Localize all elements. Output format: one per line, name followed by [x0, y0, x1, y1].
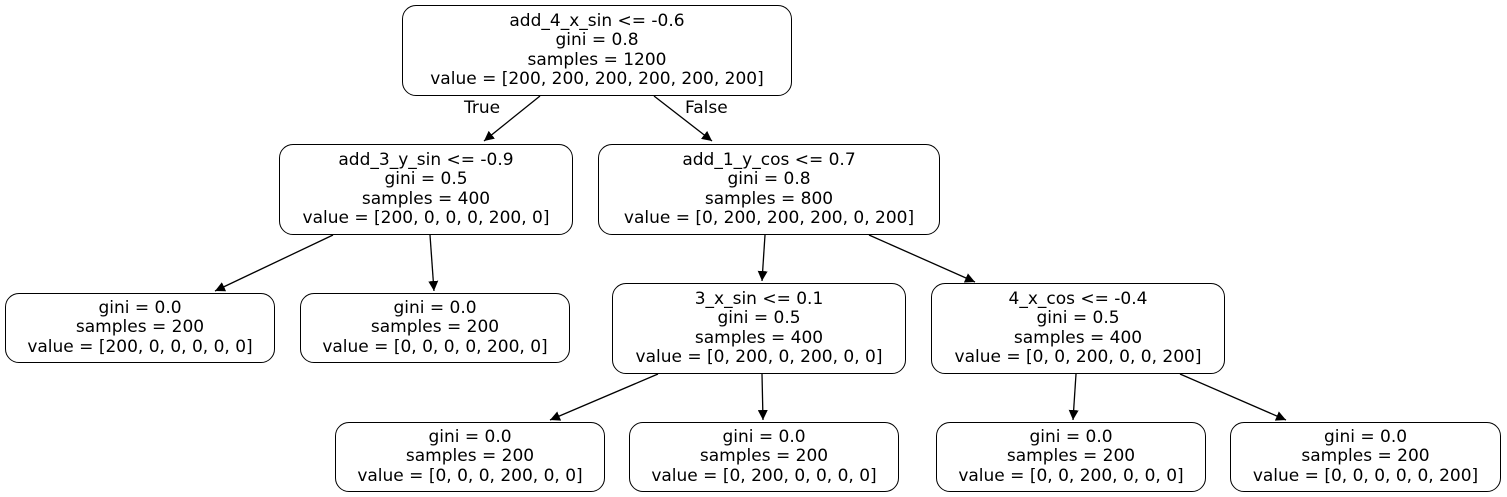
tree-node-n10: gini = 0.0 samples = 200 value = [0, 0, …: [1230, 422, 1501, 492]
node-split-rule: add_4_x_sin <= -0.6: [509, 10, 685, 31]
node-value: value = [200, 0, 0, 0, 200, 0]: [302, 208, 550, 228]
node-value: value = [0, 0, 0, 0, 0, 200]: [1252, 465, 1479, 486]
node-gini: gini = 0.8: [727, 169, 811, 189]
edge-n8-n10: [1179, 373, 1287, 421]
node-value: value = [0, 0, 0, 0, 200, 0]: [322, 336, 548, 357]
node-gini: gini = 0.0: [98, 297, 182, 318]
edge-n0-n1: [483, 95, 541, 142]
node-value: value = [0, 200, 0, 200, 0, 0]: [635, 347, 883, 367]
node-samples: samples = 1200: [527, 49, 667, 70]
edge-n5-n6: [549, 373, 659, 421]
node-samples: samples = 200: [1006, 446, 1136, 467]
edge-label-false: False: [685, 98, 728, 118]
node-gini: gini = 0.0: [428, 426, 512, 447]
tree-node-n8: 4_x_cos <= -0.4 gini = 0.5 samples = 400…: [931, 283, 1225, 374]
node-split-rule: add_3_y_sin <= -0.9: [338, 149, 514, 170]
node-gini: gini = 0.5: [384, 169, 468, 189]
node-samples: samples = 200: [1301, 446, 1430, 467]
node-value: value = [0, 200, 200, 200, 0, 200]: [623, 208, 915, 228]
edge-label-true: True: [464, 98, 501, 118]
edge-n8-n9: [1068, 373, 1079, 421]
node-samples: samples = 800: [704, 188, 834, 209]
tree-node-n3: gini = 0.0 samples = 200 value = [0, 0, …: [300, 293, 570, 363]
node-split-rule: 3_x_sin <= 0.1: [694, 288, 824, 309]
node-gini: gini = 0.0: [722, 426, 806, 447]
node-value: value = [200, 200, 200, 200, 200, 200]: [430, 69, 764, 89]
node-value: value = [0, 0, 0, 200, 0, 0]: [357, 465, 583, 486]
edge-n0-n4: [653, 95, 713, 142]
tree-node-n5: 3_x_sin <= 0.1 gini = 0.5 samples = 400 …: [612, 283, 906, 374]
node-value: value = [200, 0, 0, 0, 0, 0]: [27, 336, 253, 357]
node-samples: samples = 200: [699, 446, 829, 467]
tree-node-n2: gini = 0.0 samples = 200 value = [200, 0…: [5, 293, 275, 363]
node-samples: samples = 200: [370, 317, 500, 338]
node-gini: gini = 0.0: [1029, 426, 1113, 447]
node-split-rule: add_1_y_cos <= 0.7: [682, 149, 856, 170]
edge-n4-n5: [757, 234, 768, 282]
tree-node-n6: gini = 0.0 samples = 200 value = [0, 0, …: [335, 422, 605, 492]
node-split-rule: 4_x_cos <= -0.4: [1008, 288, 1148, 309]
tree-node-root: add_4_x_sin <= -0.6 gini = 0.8 samples =…: [402, 5, 792, 96]
node-gini: gini = 0.5: [717, 308, 801, 328]
node-gini: gini = 0.5: [1036, 308, 1120, 328]
edge-n5-n7: [757, 373, 768, 421]
node-gini: gini = 0.0: [1323, 426, 1408, 447]
tree-node-n9: gini = 0.0 samples = 200 value = [0, 0, …: [936, 422, 1206, 492]
edge-n1-n2: [214, 234, 334, 292]
tree-node-n7: gini = 0.0 samples = 200 value = [0, 200…: [629, 422, 899, 492]
edge-n4-n8: [868, 234, 976, 283]
node-value: value = [0, 0, 200, 0, 0, 0]: [958, 465, 1184, 486]
node-samples: samples = 200: [405, 446, 535, 467]
tree-node-n4: add_1_y_cos <= 0.7 gini = 0.8 samples = …: [598, 144, 940, 235]
node-samples: samples = 200: [75, 317, 205, 338]
node-samples: samples = 400: [1013, 327, 1143, 348]
edge-n1-n3: [428, 234, 439, 292]
node-value: value = [0, 200, 0, 0, 0, 0]: [651, 465, 877, 486]
node-gini: gini = 0.8: [555, 30, 639, 50]
tree-node-n1: add_3_y_sin <= -0.9 gini = 0.5 samples =…: [279, 144, 573, 235]
node-value: value = [0, 0, 200, 0, 0, 200]: [954, 347, 1202, 367]
node-samples: samples = 400: [361, 188, 491, 209]
node-samples: samples = 400: [694, 327, 824, 348]
node-gini: gini = 0.0: [393, 297, 477, 318]
